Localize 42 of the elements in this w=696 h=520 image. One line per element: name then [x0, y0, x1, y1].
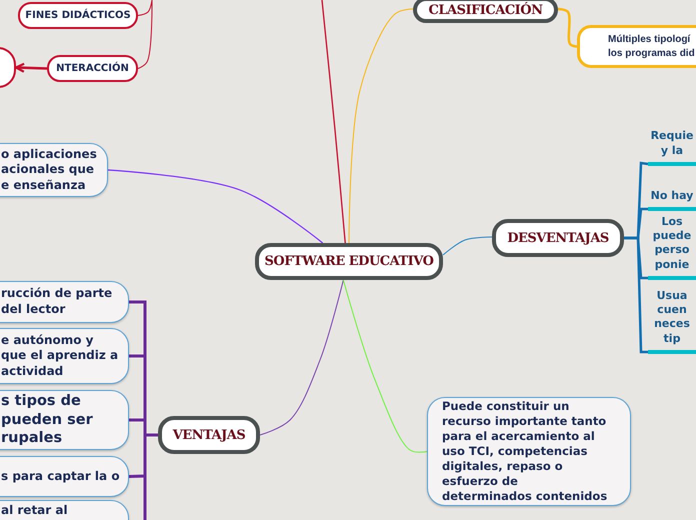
connector-line: [348, 8, 414, 244]
node-text: Los puede perso ponie: [652, 214, 692, 272]
node-text: NTERACCIÓN: [56, 63, 129, 74]
node-text: al retar al: [1, 503, 68, 519]
node-text: s tipos de pueden ser rupales: [1, 392, 94, 448]
node-text: FINES DIDÁCTICOS: [25, 10, 131, 21]
connector-line: [624, 236, 648, 354]
note-box: [0, 281, 129, 323]
node-text: SOFTWARE EDUCATIVO: [264, 254, 434, 269]
subtopic-box: [577, 25, 696, 68]
node-text: VENTAJAS: [172, 428, 246, 442]
underlined-topic: [648, 214, 696, 280]
connector-line: [138, 0, 152, 69]
node-text: Puede constituir un recurso importante tanto para el acercamiento al uso TCI, competencias digitales, repaso o esfuerzo de determinados contenidos: [442, 399, 608, 504]
note-box: [0, 328, 129, 384]
topic-box: [255, 243, 443, 280]
node-text: rucción de parte del lector: [1, 286, 114, 318]
note-box: [0, 390, 129, 450]
node-text: e autónomo y que el aprendiz a actividad: [1, 332, 120, 380]
node-text: o aplicaciones acionales que e enseñanza: [1, 146, 98, 194]
subtopic-box: [47, 55, 138, 82]
node-text: s para captar la o: [1, 468, 120, 484]
node-text: DESVENTAJAS: [507, 230, 609, 246]
connector-line: [260, 280, 344, 436]
topic-box: [158, 416, 260, 454]
node-text: Usua cuen neces tip: [653, 288, 691, 346]
note-box: [427, 397, 631, 506]
note-box: [0, 143, 108, 197]
node-text: Requie y la: [650, 129, 694, 158]
connector-line: [108, 169, 324, 244]
arrow: [14, 62, 48, 73]
node-text: CLASIFICACIÓN: [428, 2, 542, 18]
subtopic-box: [18, 2, 138, 29]
connector-line: [342, 280, 428, 453]
topic-box: [492, 219, 624, 257]
connector-line: [442, 236, 492, 256]
note-box: [0, 456, 129, 497]
connector-line: [138, 0, 152, 16]
connector-line: [321, 0, 346, 244]
node-text: Múltiples tipologí los programas did: [608, 33, 696, 60]
topic-box: [413, 0, 558, 23]
node-text: No hay: [650, 188, 694, 203]
